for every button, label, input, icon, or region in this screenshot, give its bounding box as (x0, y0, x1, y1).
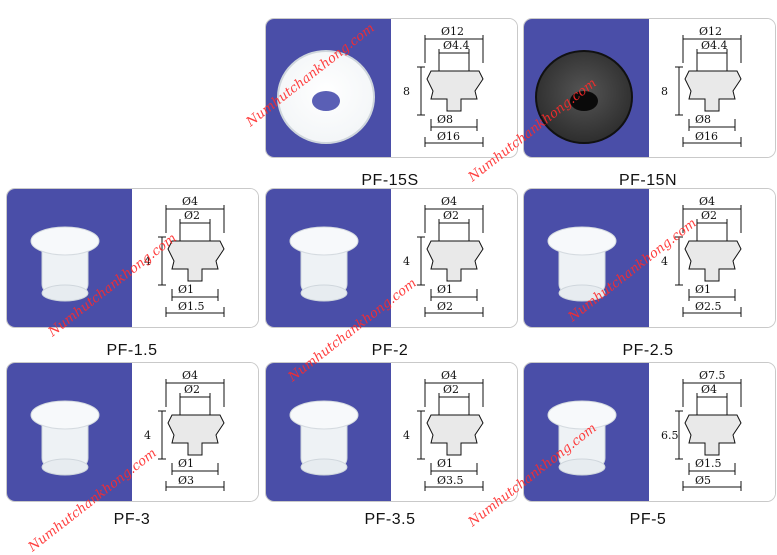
dim-bottom: Ø2.5 (695, 300, 722, 313)
dim-top: Ø4 (699, 195, 715, 208)
product-caption: PF-5 (629, 511, 667, 528)
product-card: Ø4 Ø2 4 Ø1 Ø2 (265, 188, 518, 328)
product-card: Ø12 Ø4.4 8 Ø8 Ø16 (523, 18, 776, 158)
technical-drawing: Ø4 Ø2 4 Ø1 Ø2.5 (661, 195, 742, 317)
suction-cup-photo (30, 400, 100, 476)
technical-drawing: Ø4 Ø2 4 Ø1 Ø3 (144, 369, 225, 491)
dim-height: 8 (661, 85, 668, 98)
technical-drawing: Ø12 Ø4.4 8 Ø8 Ø16 (661, 25, 742, 147)
dim-bottom: Ø16 (437, 130, 460, 143)
dim-top: Ø12 (441, 25, 464, 38)
suction-cup-photo (289, 400, 359, 476)
product-photo (266, 363, 391, 501)
product-card: Ø4 Ø2 4 Ø1 Ø2.5 (523, 188, 776, 328)
product-card: Ø4 Ø2 4 Ø1 Ø1.5 (6, 188, 259, 328)
dim-height: 4 (403, 255, 410, 268)
dim-second: Ø2 (184, 209, 200, 222)
dim-lower: Ø1 (695, 283, 711, 296)
dim-lower: Ø1 (178, 283, 194, 296)
product-caption: PF-2 (371, 342, 409, 359)
dim-lower: Ø8 (695, 113, 711, 126)
dim-second: Ø2 (443, 209, 459, 222)
technical-drawing: Ø4 Ø2 4 Ø1 Ø3.5 (403, 369, 484, 491)
suction-cup-photo (30, 226, 100, 302)
product-card: Ø4 Ø2 4 Ø1 Ø3 (6, 362, 259, 502)
dim-top: Ø4 (441, 195, 457, 208)
dim-lower: Ø8 (437, 113, 453, 126)
dimension-drawing: Ø7.5 Ø4 6.5 Ø1.5 Ø5 (649, 363, 775, 501)
dimension-drawing: Ø4 Ø2 4 Ø1 Ø3.5 (391, 363, 517, 501)
dim-bottom: Ø3 (178, 474, 194, 487)
product-caption: PF-3 (113, 511, 151, 528)
suction-cup-photo (535, 50, 633, 144)
product-card: Ø12 Ø4.4 8 Ø8 Ø16 (265, 18, 518, 158)
dim-lower: Ø1 (437, 283, 453, 296)
dim-height: 4 (144, 255, 151, 268)
suction-cup-photo (547, 400, 617, 476)
dimension-drawing: Ø4 Ø2 4 Ø1 Ø1.5 (132, 189, 258, 327)
product-photo (7, 189, 132, 327)
suction-cup-photo (289, 226, 359, 302)
dim-lower: Ø1.5 (695, 457, 722, 470)
technical-drawing: Ø4 Ø2 4 Ø1 Ø1.5 (144, 195, 225, 317)
technical-drawing: Ø12 Ø4.4 8 Ø8 Ø16 (403, 25, 484, 147)
product-caption: PF-15S (361, 172, 419, 189)
product-photo (266, 189, 391, 327)
product-photo (524, 363, 649, 501)
dim-height: 8 (403, 85, 410, 98)
technical-drawing: Ø7.5 Ø4 6.5 Ø1.5 Ø5 (661, 369, 742, 491)
dim-bottom: Ø3.5 (437, 474, 464, 487)
product-photo (7, 363, 132, 501)
dim-lower: Ø1 (178, 457, 194, 470)
product-photo (524, 19, 649, 157)
dim-top: Ø4 (441, 369, 457, 382)
dim-height: 4 (144, 429, 151, 442)
dim-top: Ø7.5 (699, 369, 726, 382)
dimension-drawing: Ø12 Ø4.4 8 Ø8 Ø16 (649, 19, 775, 157)
technical-drawing: Ø4 Ø2 4 Ø1 Ø2 (403, 195, 484, 317)
product-photo (266, 19, 391, 157)
dim-height: 4 (403, 429, 410, 442)
dim-bottom: Ø16 (695, 130, 718, 143)
product-caption: PF-15N (618, 172, 678, 189)
dim-bottom: Ø1.5 (178, 300, 205, 313)
dim-top: Ø4 (182, 195, 198, 208)
dim-bottom: Ø5 (695, 474, 711, 487)
dim-height: 4 (661, 255, 668, 268)
product-photo (524, 189, 649, 327)
product-card: Ø7.5 Ø4 6.5 Ø1.5 Ø5 (523, 362, 776, 502)
dim-second: Ø2 (701, 209, 717, 222)
product-caption: PF-1.5 (106, 342, 158, 359)
dimension-drawing: Ø4 Ø2 4 Ø1 Ø3 (132, 363, 258, 501)
dim-second: Ø4 (701, 383, 717, 396)
suction-cup-photo (547, 226, 617, 302)
dim-lower: Ø1 (437, 457, 453, 470)
dim-top: Ø12 (699, 25, 722, 38)
dimension-drawing: Ø12 Ø4.4 8 Ø8 Ø16 (391, 19, 517, 157)
dim-second: Ø2 (443, 383, 459, 396)
product-caption: PF-3.5 (364, 511, 416, 528)
dim-second: Ø4.4 (443, 39, 470, 52)
dim-top: Ø4 (182, 369, 198, 382)
dim-bottom: Ø2 (437, 300, 453, 313)
dimension-drawing: Ø4 Ø2 4 Ø1 Ø2.5 (649, 189, 775, 327)
product-caption: PF-2.5 (622, 342, 674, 359)
dim-second: Ø2 (184, 383, 200, 396)
dimension-drawing: Ø4 Ø2 4 Ø1 Ø2 (391, 189, 517, 327)
suction-cup-photo (277, 50, 375, 144)
dim-second: Ø4.4 (701, 39, 728, 52)
product-card: Ø4 Ø2 4 Ø1 Ø3.5 (265, 362, 518, 502)
dim-height: 6.5 (661, 429, 679, 442)
